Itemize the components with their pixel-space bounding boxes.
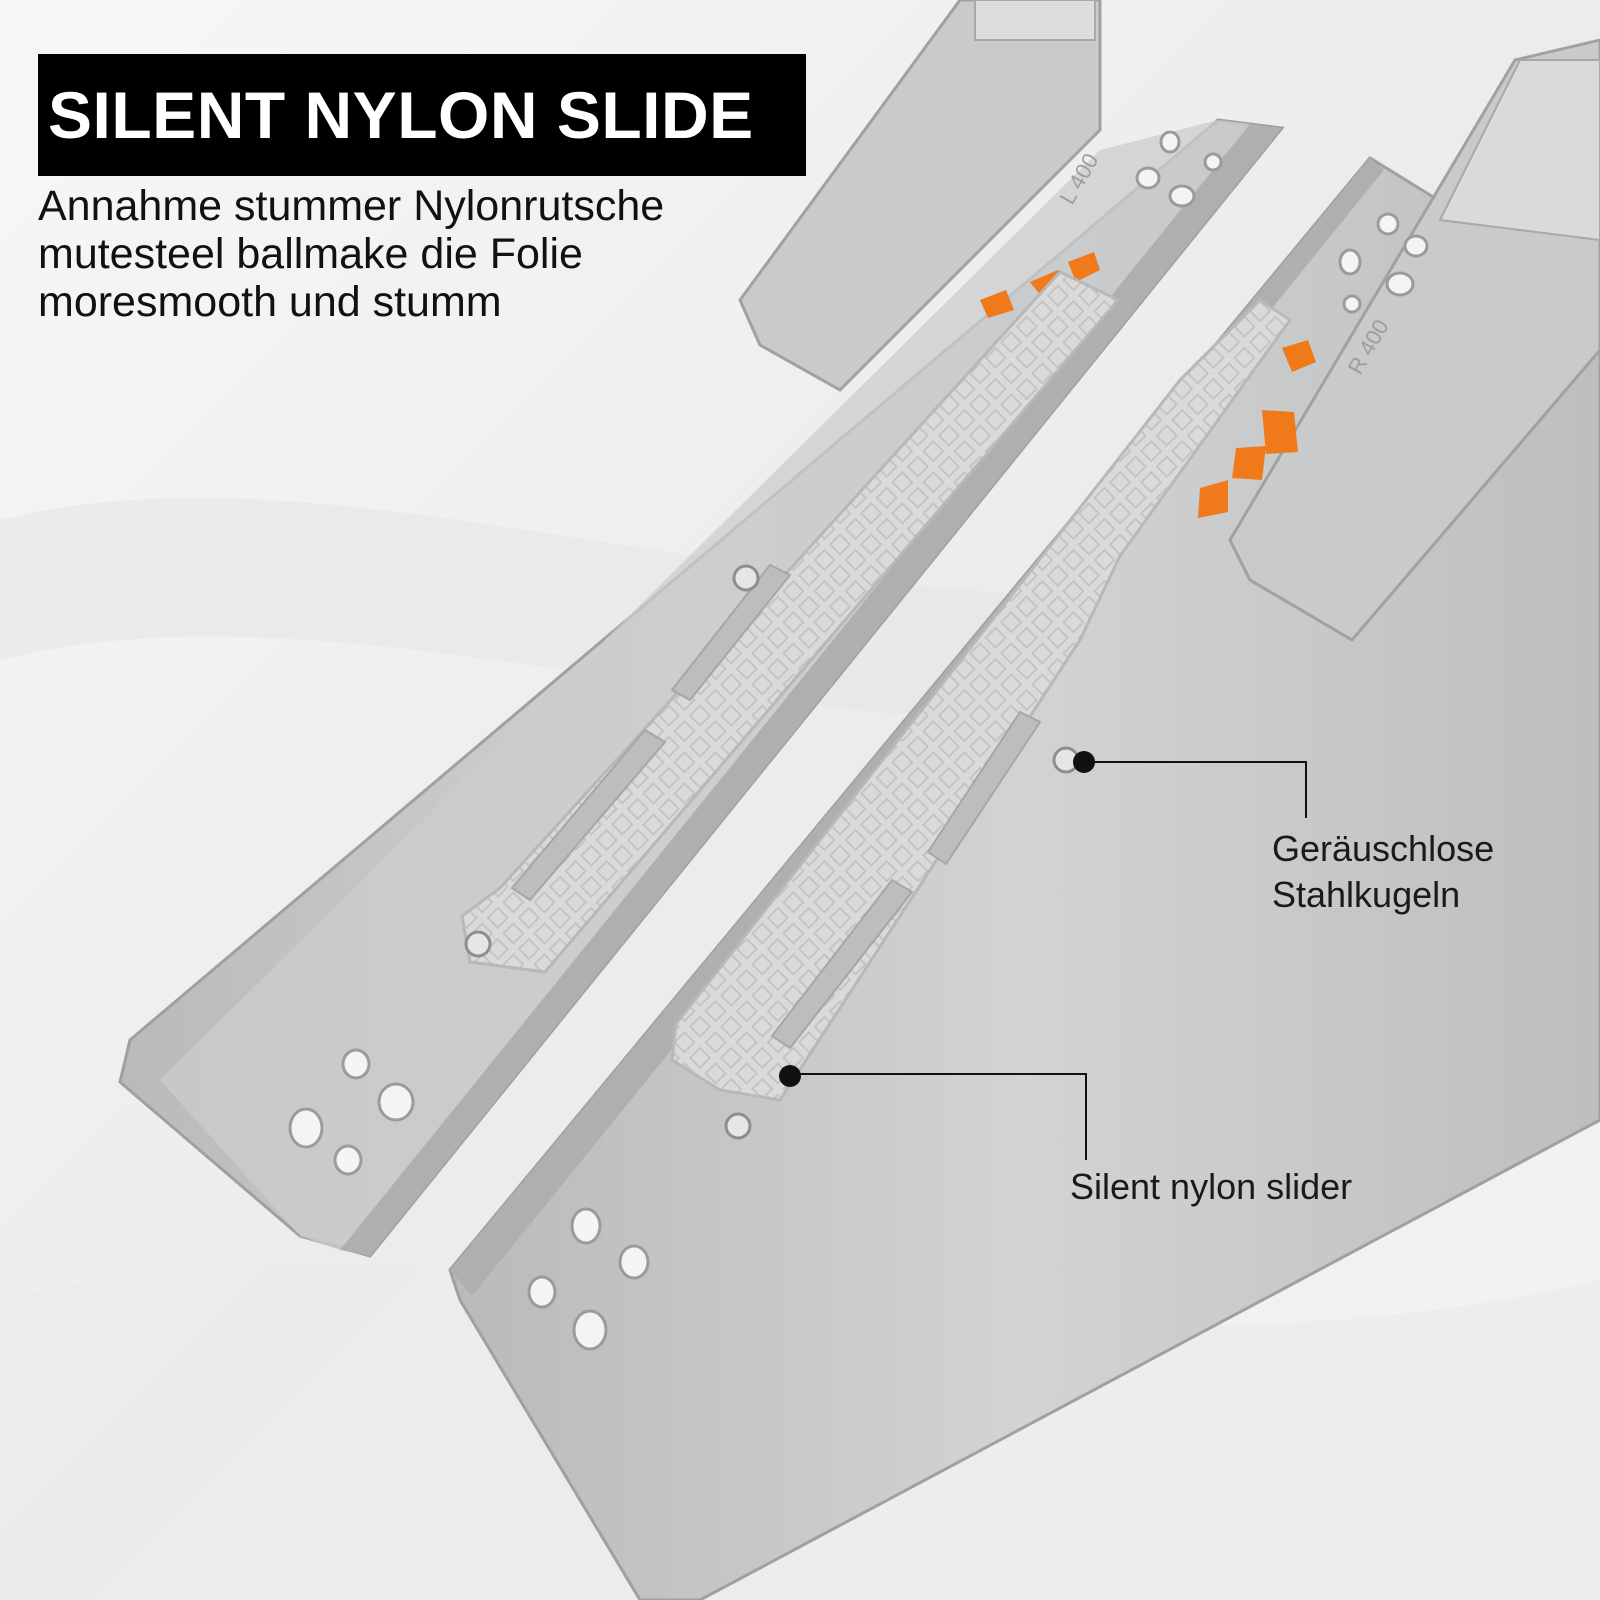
subtitle-line-1: Annahme stummer Nylonrutsche xyxy=(38,182,665,230)
subtitle-line-2: mutesteel ballmake die Folie xyxy=(38,230,583,278)
subtitle-line-3: moresmooth und stumm xyxy=(38,278,502,326)
page-title: SILENT NYLON SLIDE xyxy=(48,78,754,152)
callout-nylon-slider-label: Silent nylon slider xyxy=(1070,1166,1353,1207)
title-banner: SILENT NYLON SLIDE xyxy=(38,54,806,176)
callout-nylon-slider: Silent nylon slider xyxy=(1070,1164,1352,1210)
callout-steel-balls: Geräuschlose Stahlkugeln xyxy=(1272,826,1494,918)
left-rail-mount-holes xyxy=(288,130,1223,1176)
callout-lines xyxy=(790,761,1307,1160)
left-rail-flange xyxy=(340,124,1282,1256)
right-rail-mount-holes xyxy=(527,212,1429,1351)
callout-dot-nylon-slider xyxy=(779,1065,801,1087)
right-inner-member-top xyxy=(1438,59,1600,242)
left-nylon-slider xyxy=(460,270,1121,974)
left-inner-member-top xyxy=(974,0,1096,41)
callout-dot-steel-balls xyxy=(1073,751,1095,773)
subtitle: Annahme stummer Nylonrutsche mutesteel b… xyxy=(38,182,798,326)
left-slider-slots xyxy=(510,563,792,902)
left-inner-member xyxy=(738,0,1102,392)
callout-steel-balls-line-2: Stahlkugeln xyxy=(1272,874,1461,915)
right-steel-balls xyxy=(724,746,1080,1140)
left-drawer-rail: L 400 xyxy=(118,0,1285,1258)
right-nylon-slider xyxy=(670,298,1293,1102)
callout-steel-balls-line-1: Geräuschlose xyxy=(1272,828,1495,869)
right-slider-slots xyxy=(770,710,1042,1050)
right-orange-clips xyxy=(1198,340,1316,518)
right-drawer-rail: R 400 xyxy=(448,38,1600,1600)
left-steel-balls xyxy=(464,564,760,958)
